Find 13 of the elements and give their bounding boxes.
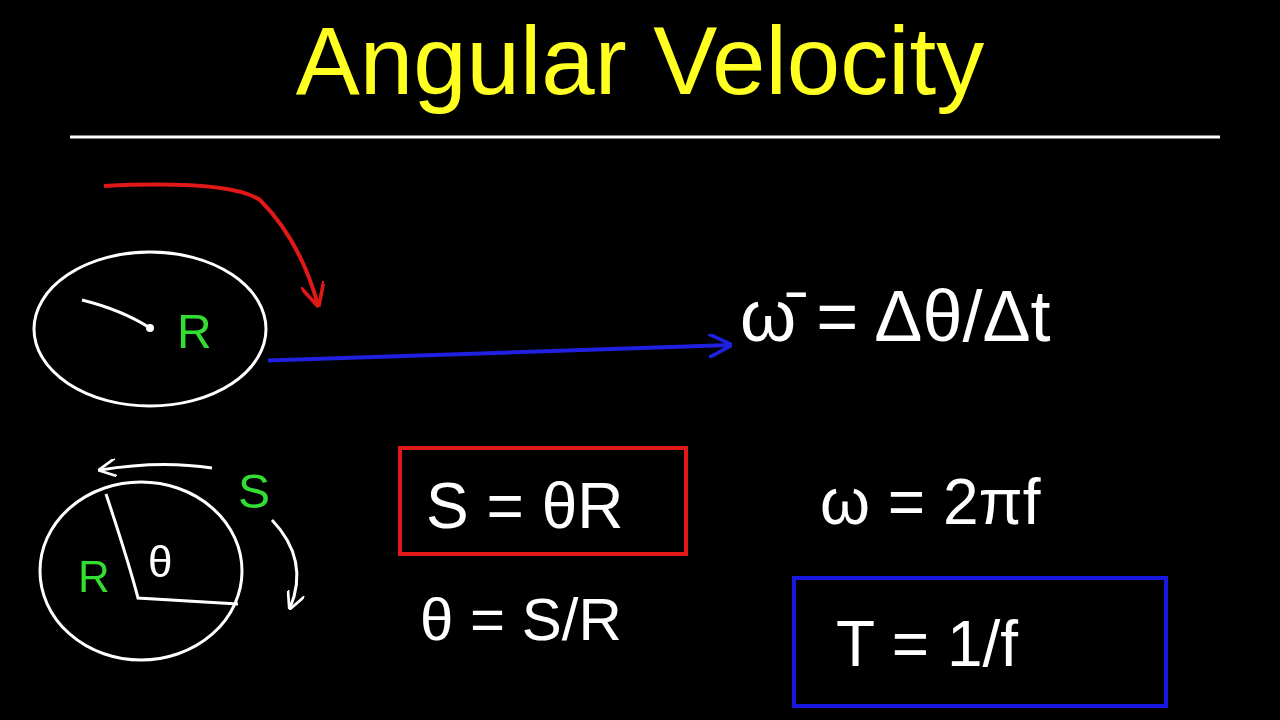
formula-box <box>792 576 1168 708</box>
arrow <box>267 331 735 363</box>
formula-box <box>398 446 688 556</box>
formula-text: θ = S/R <box>420 590 622 650</box>
radius-label: R <box>78 555 110 599</box>
formula-text: ω̄ = Δθ/Δt <box>740 280 1051 352</box>
angle-label: θ <box>148 540 173 584</box>
formula-text: ω = 2πf <box>820 470 1041 534</box>
formula-text: S = θR <box>426 474 624 538</box>
formula-text: T = 1/f <box>836 612 1019 676</box>
title: Angular Velocity <box>294 8 986 114</box>
radius-label: R <box>177 308 212 356</box>
arc-length-label: S <box>238 468 270 516</box>
